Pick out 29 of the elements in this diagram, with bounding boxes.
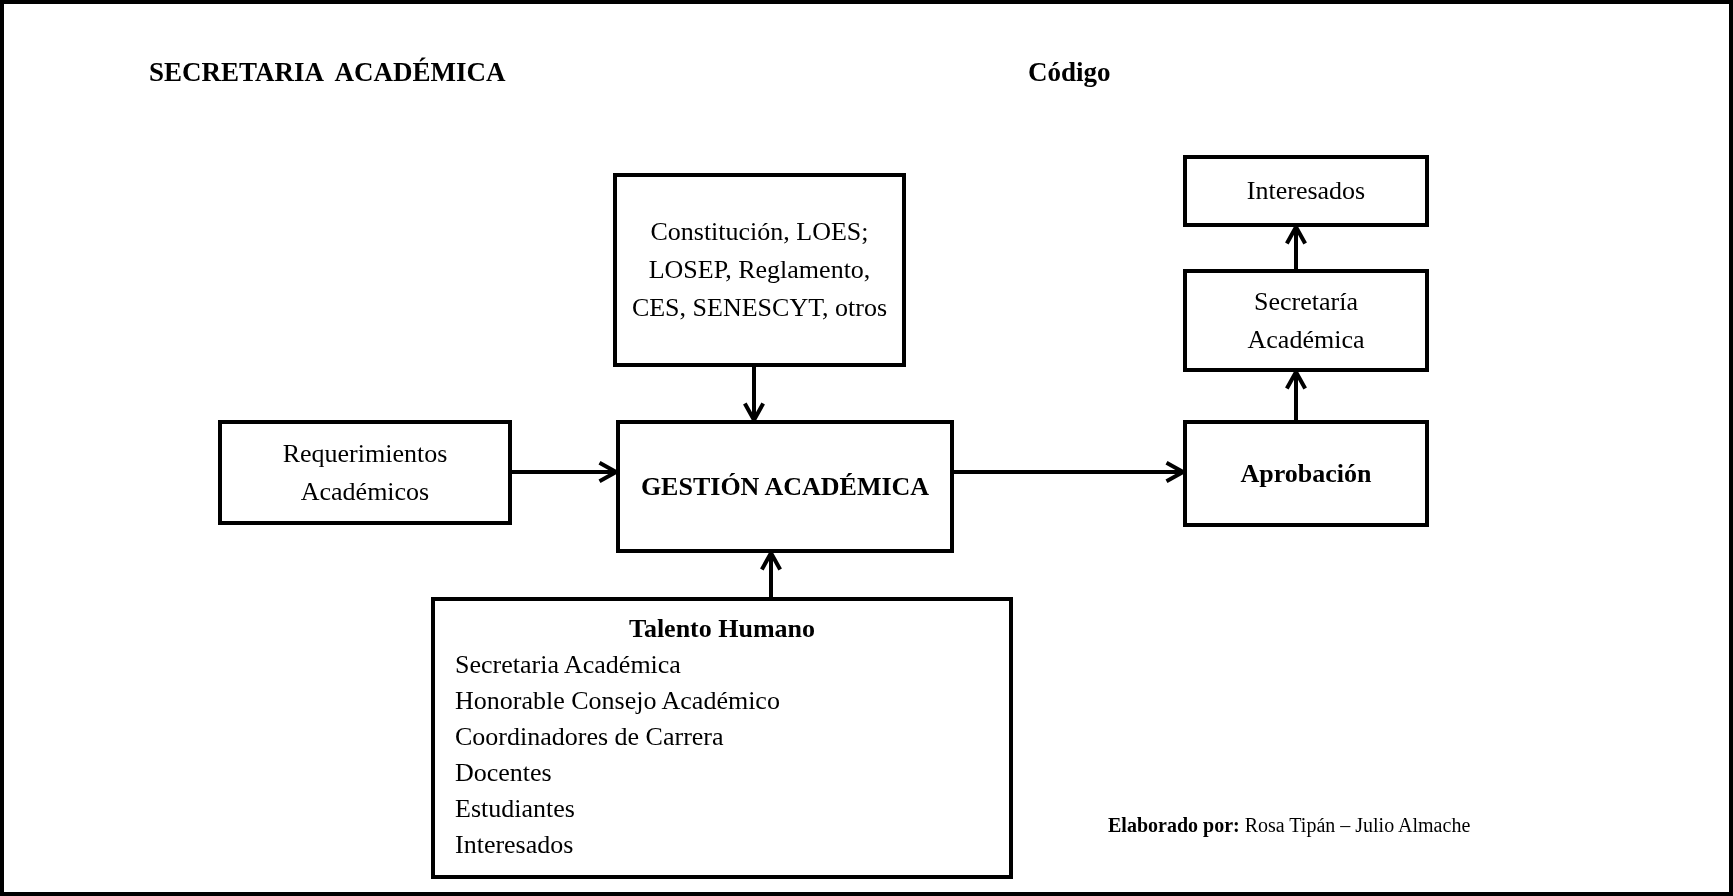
arrow [512,460,618,484]
process-box [1183,420,1429,527]
source-box [613,173,906,367]
output-box [1183,155,1429,227]
process-box [616,420,954,553]
box-heading: Talento Humano [627,613,817,645]
list-item: Coordinadores de Carrera [455,721,725,753]
box-text: Constitución, LOES; LOSEP, Reglamento, CES, SENESCYT, otros [630,216,889,324]
list-item: Secretaria Académica [455,649,682,681]
arrow [742,367,766,422]
list-item: Honorable Consejo Académico [455,685,781,717]
arrow [759,551,783,597]
list-item: Docentes [455,757,553,789]
arrow [1284,370,1308,420]
box-text: Interesados [1246,175,1366,207]
author-note: Elaborado por: Rosa Tipán – Julio Almache [1108,813,1471,839]
list-item: Estudiantes [455,793,576,825]
title: SECRETARIA ACADÉMICA [149,56,506,89]
resource-box [431,597,1013,879]
box-text: GESTIÓN ACADÉMICA [640,470,930,503]
box-text: Aprobación [1240,457,1372,490]
input-box [218,420,512,525]
list-item: Interesados [455,829,575,861]
arrow [1284,225,1308,269]
box-text: Secretaría Académica [1246,285,1366,356]
process-box [1183,269,1429,372]
code-label: Código [1028,56,1111,89]
box-text: Requerimientos Académicos [281,437,449,508]
arrow [954,460,1185,484]
